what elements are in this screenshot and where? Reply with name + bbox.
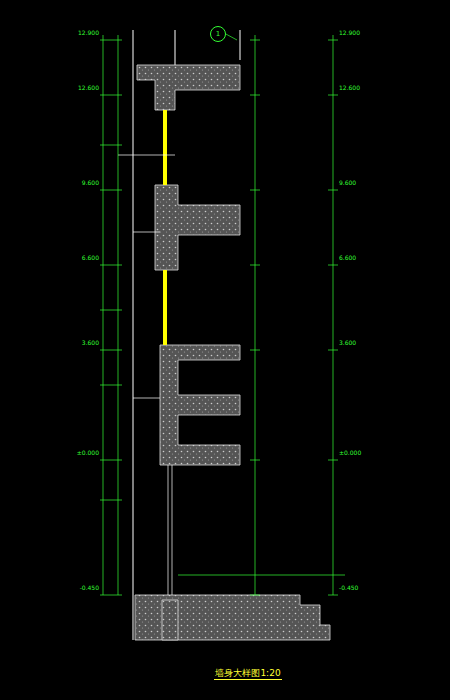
elevation-label: ±0.000: [338, 449, 362, 456]
elevation-label: 12.600: [77, 84, 100, 91]
elevation-label: 9.600: [81, 179, 100, 186]
elevation-label: 12.600: [338, 84, 361, 91]
callout-number: 1: [216, 30, 220, 38]
elevation-label: ±0.000: [76, 449, 100, 456]
elevation-label: -0.450: [79, 584, 100, 591]
drawing-title: 墙身大样图1:20: [214, 668, 281, 680]
elevation-label: 6.600: [81, 254, 100, 261]
callout-circle: 1: [210, 26, 226, 42]
elevation-label: 6.600: [338, 254, 357, 261]
elevation-label: -0.450: [338, 584, 359, 591]
elevation-label: 3.600: [81, 339, 100, 346]
elevation-label: 12.900: [77, 29, 100, 36]
elevation-label: 3.600: [338, 339, 357, 346]
elevation-label: 12.900: [338, 29, 361, 36]
elevation-label: 9.600: [338, 179, 357, 186]
